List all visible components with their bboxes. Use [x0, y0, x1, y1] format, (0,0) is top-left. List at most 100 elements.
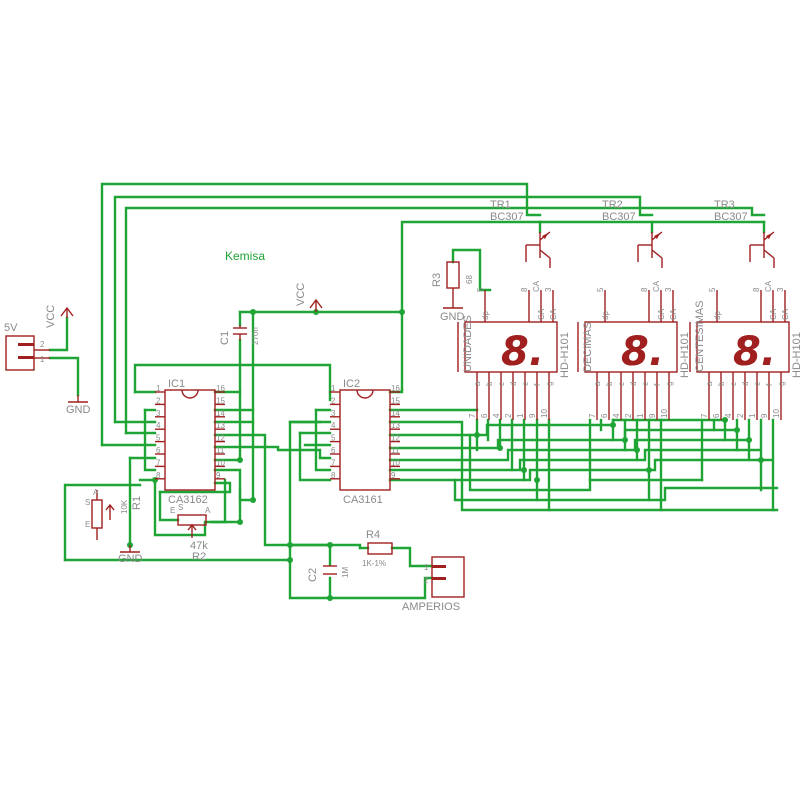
- display-bottom-pin: 10: [772, 409, 781, 418]
- display-bottom-inner: d: [629, 382, 638, 386]
- display-top-pin: 5: [476, 287, 485, 292]
- svg-text:68: 68: [465, 275, 474, 284]
- svg-text:S: S: [85, 498, 90, 507]
- display-bottom-inner: g: [777, 382, 786, 386]
- display-bottom-pin: 7: [700, 413, 709, 418]
- display-top-inner: CA: [781, 308, 790, 320]
- ic1-pin-label: 2: [156, 396, 161, 405]
- svg-text:R2: R2: [192, 551, 206, 563]
- ic1-pin-label: 7: [156, 458, 161, 467]
- display-part: HD-H101: [559, 332, 571, 378]
- svg-text:IC1: IC1: [168, 378, 185, 390]
- display-bottom-pin: 4: [612, 413, 621, 418]
- svg-text:270n: 270n: [251, 327, 260, 345]
- svg-text:GND: GND: [66, 404, 91, 416]
- svg-text:VCC: VCC: [45, 305, 57, 328]
- display-bottom-inner: e: [521, 381, 530, 386]
- svg-text:47k: 47k: [190, 540, 208, 552]
- display-bottom-pin: 7: [588, 413, 597, 418]
- display-top-pin: 8: [640, 287, 649, 292]
- display-digit: 8.: [501, 329, 544, 375]
- ic2-pin-label: 10: [391, 458, 400, 467]
- display-bottom-pin: 6: [600, 413, 609, 418]
- transistor-ref: TR3: [714, 199, 735, 211]
- ic1-pin-label: 1: [156, 384, 161, 393]
- supply-pin2: 2: [40, 340, 45, 349]
- svg-text:S: S: [178, 503, 183, 512]
- display-top-inner: CA: [537, 308, 546, 320]
- display-top-pin: 3: [544, 287, 553, 292]
- ic2-pin-label: 13: [391, 421, 400, 430]
- display-bottom-pin: 9: [528, 413, 537, 418]
- svg-text:E: E: [85, 520, 90, 529]
- supply-connector: 5V 2 1: [4, 322, 50, 371]
- svg-text:C1: C1: [219, 331, 231, 345]
- ic2-pin-label: 3: [331, 409, 336, 418]
- display-top-pin: 8: [752, 287, 761, 292]
- display-top-pin: 5: [708, 287, 717, 292]
- display-top-inner: dp: [713, 311, 722, 320]
- svg-text:1: 1: [424, 563, 429, 572]
- supply-pin1: 1: [40, 355, 45, 364]
- display-bottom-inner: c: [729, 382, 738, 386]
- display-part: HD-H101: [791, 332, 800, 378]
- display-top-inner: CA: [769, 308, 778, 320]
- display-top-pin: CA: [532, 280, 541, 292]
- ic1-pin-label: 14: [216, 409, 225, 418]
- gnd-symbol-r3: GND: [440, 300, 465, 323]
- display-bottom-inner: a: [705, 381, 714, 386]
- display-bottom-inner: d: [509, 382, 518, 386]
- ic2-pin-label: 8: [331, 471, 336, 480]
- svg-text:CA3161: CA3161: [343, 494, 383, 506]
- transistor-value: BC307: [602, 211, 636, 223]
- display-top-pin: 3: [776, 287, 785, 292]
- board-title: Kemisa: [225, 249, 265, 263]
- ic1-pin-label: 5: [156, 434, 161, 443]
- display-bottom-inner: e: [641, 381, 650, 386]
- ic2-pin-label: 9: [391, 471, 396, 480]
- ic1-pin-label: 8: [156, 471, 161, 480]
- transistor-value: BC307: [490, 211, 524, 223]
- display-top-inner: CA: [549, 308, 558, 320]
- display-bottom-pin: 1: [636, 413, 645, 418]
- resistor-r3: R3 68: [431, 261, 474, 300]
- display-top-inner: dp: [601, 311, 610, 320]
- display-digit: 8.: [733, 329, 776, 375]
- transistor-ref: TR1: [490, 199, 511, 211]
- svg-text:1K-1%: 1K-1%: [362, 559, 386, 568]
- gnd-symbol-left: GND: [66, 395, 91, 416]
- display-bottom-pin: 2: [504, 413, 513, 418]
- ic2-pin-label: 2: [331, 396, 336, 405]
- ic2-pin-label: 6: [331, 446, 336, 455]
- vcc-symbol-left: VCC: [45, 305, 74, 328]
- svg-text:R3: R3: [431, 273, 443, 287]
- display-bottom-inner: c: [497, 382, 506, 386]
- ic1-pin-label: 11: [216, 446, 225, 455]
- display-bottom-pin: 2: [736, 413, 745, 418]
- ic1-pin-label: 6: [156, 446, 161, 455]
- display-digit: 8.: [621, 329, 664, 375]
- display-bottom-inner: a: [473, 381, 482, 386]
- transistor-ref: TR2: [602, 199, 623, 211]
- display-bottom-pin: 1: [516, 413, 525, 418]
- display-top-pin: 8: [520, 287, 529, 292]
- display-bottom-inner: g: [665, 382, 674, 386]
- ic1-pin-label: 4: [156, 421, 161, 430]
- display-name: DECIMAS: [582, 322, 594, 372]
- display-bottom-pin: 6: [712, 413, 721, 418]
- display-top-pin: 5: [596, 287, 605, 292]
- display-bottom-inner: c: [617, 382, 626, 386]
- display-part: HD-H101: [679, 332, 691, 378]
- svg-text:A: A: [205, 506, 211, 515]
- trimmer-r1: S A E R1 10K: [85, 488, 143, 540]
- ic2-pin-label: 15: [391, 396, 400, 405]
- svg-text:1M: 1M: [341, 567, 350, 578]
- ic2-pin-label: 12: [391, 434, 400, 443]
